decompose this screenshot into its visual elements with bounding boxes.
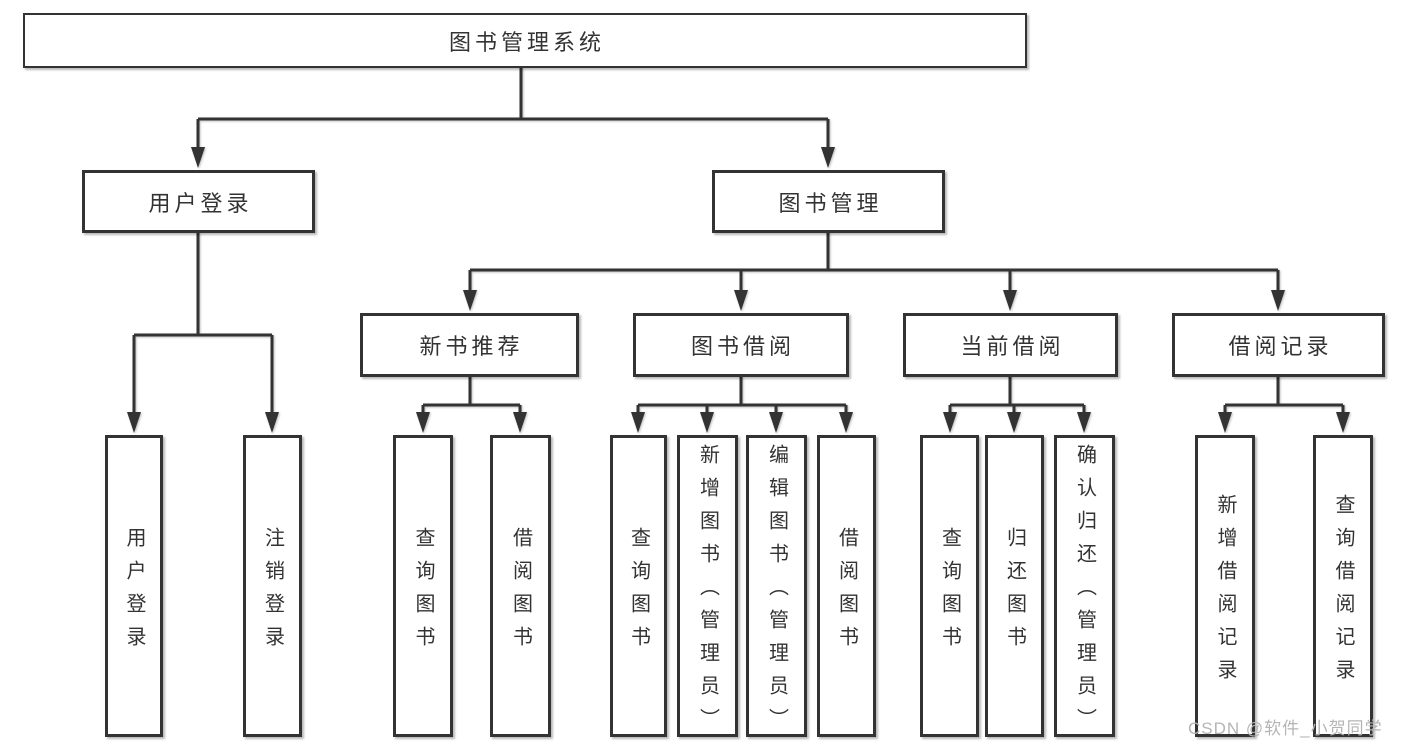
leaf-borrow-borrow-label: 借阅图书 — [835, 526, 858, 659]
leaf-borrow-edit-label: 编辑图书（管理员） — [765, 444, 788, 741]
watermark: CSDN @软件_小贺同学 — [1188, 719, 1383, 738]
leaf-newbooks-borrow-label: 借阅图书 — [509, 526, 532, 659]
arrowhead — [1077, 412, 1091, 433]
node-new-books: 新书推荐 — [360, 313, 579, 377]
leaf-current-query: 查询图书 — [920, 435, 979, 737]
connector-bookborrow-children — [636, 376, 848, 415]
connector-mgmt-to-level3 — [468, 232, 1280, 293]
connector-root-to-level2 — [196, 67, 830, 150]
node-book-mgmt-label: 图书管理 — [778, 190, 883, 216]
arrowhead — [769, 412, 783, 433]
leaf-borrow-edit: 编辑图书（管理员） — [746, 435, 807, 741]
leaf-current-return: 归还图书 — [985, 435, 1044, 737]
node-user-login-label: 用户登录 — [148, 190, 253, 216]
arrowhead — [1218, 412, 1232, 433]
arrowhead — [943, 412, 957, 433]
leaf-newbooks-query: 查询图书 — [393, 435, 453, 737]
leaf-borrow-add-label: 新增图书（管理员） — [696, 444, 719, 741]
node-new-books-label: 新书推荐 — [419, 334, 524, 359]
arrowhead — [700, 412, 714, 433]
leaf-logout: 注销登录 — [243, 435, 302, 737]
connector-path-group — [132, 67, 1345, 415]
node-borrow-records-label: 借阅记录 — [1228, 334, 1333, 359]
leaf-borrow-borrow: 借阅图书 — [817, 435, 876, 737]
leaf-borrow-query-label: 查询图书 — [627, 526, 650, 659]
arrowhead — [265, 412, 279, 433]
node-borrow-records: 借阅记录 — [1172, 313, 1385, 377]
leaf-user-login: 用户登录 — [105, 435, 163, 737]
connector-currentborrow-children — [948, 376, 1086, 415]
leaf-records-query: 查询借阅记录 — [1313, 435, 1373, 737]
leaf-current-query-label: 查询图书 — [938, 526, 961, 659]
arrowhead-group — [127, 147, 1350, 433]
leaf-records-add-label: 新增借阅记录 — [1214, 493, 1236, 692]
node-current-borrow-label: 当前借阅 — [960, 334, 1065, 359]
leaf-records-query-label: 查询借阅记录 — [1332, 493, 1354, 692]
leaf-user-login-label: 用户登录 — [123, 526, 145, 659]
arrowhead — [1336, 412, 1350, 433]
leaf-newbooks-query-label: 查询图书 — [412, 526, 434, 659]
arrowhead — [631, 412, 645, 433]
arrowhead — [839, 412, 853, 433]
node-user-login: 用户登录 — [82, 170, 315, 233]
leaf-borrow-add: 新增图书（管理员） — [677, 435, 738, 741]
connector-newbooks-children — [421, 376, 522, 415]
arrowhead — [821, 147, 835, 168]
leaf-current-return-label: 归还图书 — [1003, 526, 1026, 659]
node-book-borrow: 图书借阅 — [633, 313, 849, 377]
connector-records-children — [1223, 376, 1345, 415]
connector-login-children — [132, 232, 274, 415]
arrowhead — [1003, 290, 1017, 311]
arrowhead — [1271, 290, 1285, 311]
leaf-records-add: 新增借阅记录 — [1195, 435, 1255, 737]
node-book-mgmt: 图书管理 — [712, 170, 945, 233]
leaf-current-confirm-label: 确认归还（管理员） — [1073, 444, 1096, 741]
leaf-current-confirm: 确认归还（管理员） — [1054, 435, 1115, 741]
arrowhead — [513, 412, 527, 433]
arrowhead — [1007, 412, 1021, 433]
arrowhead — [127, 412, 141, 433]
leaf-borrow-query: 查询图书 — [610, 435, 667, 737]
node-root: 图书管理系统 — [23, 13, 1027, 68]
node-current-borrow: 当前借阅 — [903, 313, 1118, 377]
leaf-logout-label: 注销登录 — [261, 526, 284, 659]
node-book-borrow-label: 图书借阅 — [690, 334, 795, 359]
arrowhead — [191, 147, 205, 168]
arrowhead — [734, 290, 748, 311]
arrowhead — [463, 290, 477, 311]
node-root-label: 图书管理系统 — [448, 29, 605, 55]
arrowhead — [416, 412, 430, 433]
leaf-newbooks-borrow: 借阅图书 — [490, 435, 551, 737]
